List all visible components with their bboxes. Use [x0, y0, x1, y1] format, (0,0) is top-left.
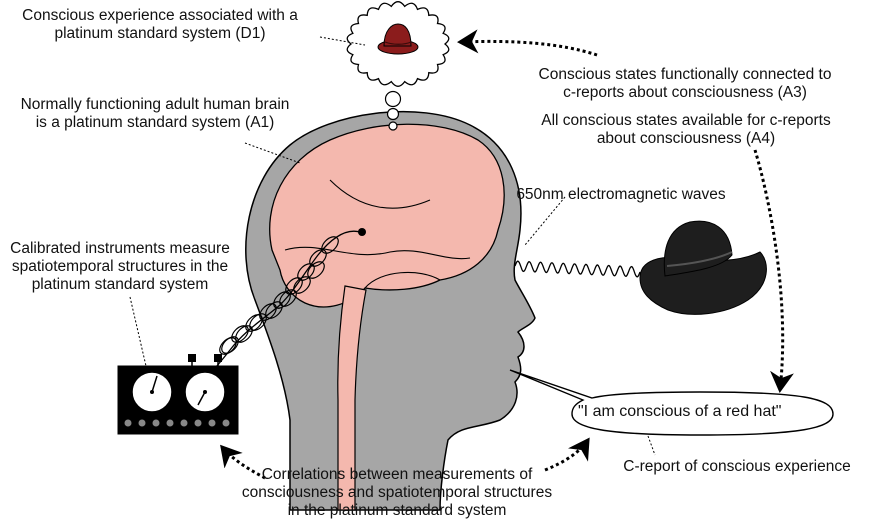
electrode-coil-icon [214, 230, 361, 369]
red-hat-icon [377, 23, 419, 55]
black-hat-icon [639, 220, 767, 315]
label-line: in the platinum standard system [287, 502, 507, 519]
thought-dot [384, 90, 402, 108]
brain [269, 123, 505, 308]
label-d1: Conscious experience associated with a p… [8, 7, 312, 43]
brain-sulcus [284, 246, 471, 260]
label-instruments: Calibrated instruments measure spatiotem… [0, 240, 240, 294]
measuring-instrument-icon [117, 365, 239, 435]
label-a3: Conscious states functionally connected … [507, 66, 863, 102]
connector [188, 354, 196, 362]
label-line: Conscious states functionally connected … [538, 66, 832, 83]
electromagnetic-wave [514, 260, 641, 278]
speech-text: "I am conscious of a red hat" [578, 403, 782, 420]
speech-bubble [509, 369, 834, 436]
label-line: is a platinum standard system (A1) [35, 114, 275, 131]
brain-sulcus [329, 179, 431, 209]
label-line: Conscious experience associated with a [22, 7, 298, 24]
thought-dot [386, 107, 400, 121]
label-line: Normally functioning adult human brain [20, 96, 290, 113]
label-line: platinum standard system (D1) [54, 25, 266, 42]
label-a1: Normally functioning adult human brain i… [2, 96, 308, 132]
label-a4: All conscious states available for c-rep… [519, 112, 853, 148]
dotted-arrows [220, 29, 794, 480]
connector [214, 354, 222, 362]
label-line: consciousness and spatiotemporal structu… [241, 484, 553, 501]
label-line: platinum standard system [31, 276, 209, 293]
label-line: spatiotemporal structures in the [11, 258, 229, 275]
label-creport: C-report of conscious experience [612, 458, 862, 476]
label-line: All conscious states available for c-rep… [541, 112, 831, 129]
brainstem [337, 285, 367, 511]
label-line: Calibrated instruments measure [10, 240, 230, 257]
label-line: C-report of conscious experience [623, 458, 851, 475]
label-line: about consciousness (A4) [596, 130, 776, 147]
leader-lines [129, 36, 656, 456]
thought-dot [388, 121, 398, 131]
cerebellum [364, 271, 441, 289]
coil-loops [219, 236, 339, 355]
label-line: 650nm electromagnetic waves [516, 186, 726, 203]
electrode-tip [358, 228, 366, 236]
label-waves: 650nm electromagnetic waves [507, 186, 735, 204]
label-line: c-reports about consciousness (A3) [563, 84, 807, 101]
label-correlations: Correlations between measurements of con… [222, 466, 572, 520]
label-line: Correlations between measurements of [261, 466, 533, 483]
